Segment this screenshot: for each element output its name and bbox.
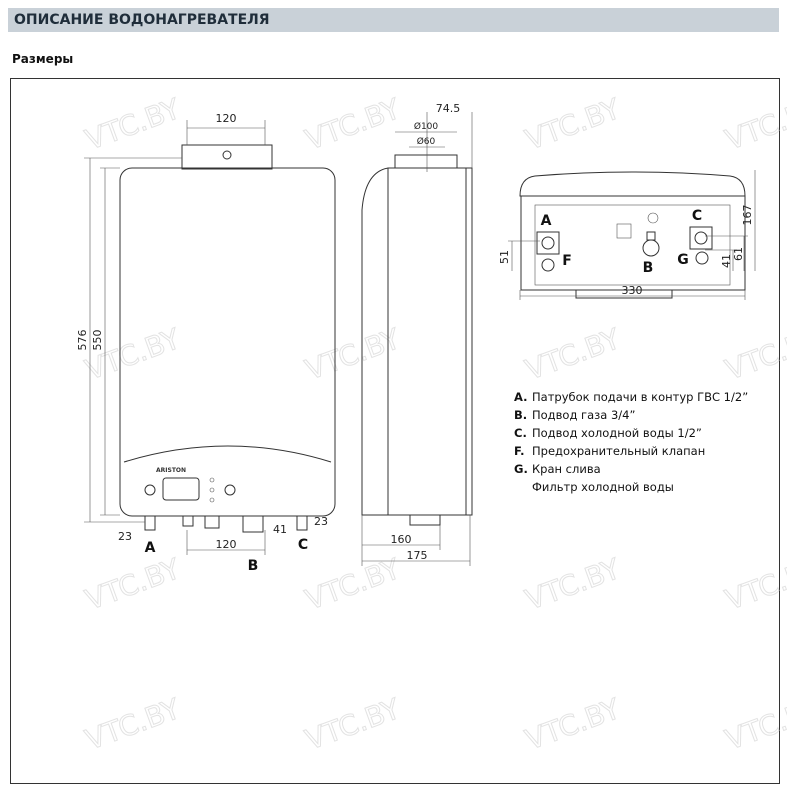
watermark: VTC.BY [521, 92, 625, 157]
dim-depth: 167 [741, 205, 754, 226]
bottom-view: 330 167 51 41 61 A C F B G [498, 170, 756, 300]
dim-right-41: 41 [720, 254, 733, 268]
dim-width: 330 [622, 284, 643, 297]
watermark: VTC.BY [521, 322, 625, 387]
bottom-label-a: A [541, 213, 552, 229]
dim-body-height: 550 [91, 330, 104, 351]
section-header: ОПИСАНИЕ ВОДОНАГРЕВАТЕЛЯ [8, 8, 779, 32]
legend-item: Фильтр холодной воды [532, 480, 674, 494]
watermark: VTC.BY [301, 92, 405, 157]
watermark: VTC.BY [721, 322, 787, 387]
watermark: VTC.BY [721, 552, 787, 617]
label-c: C [298, 537, 308, 553]
dim-right-bottom: 23 [314, 515, 328, 528]
watermark: VTC.BY [81, 92, 185, 157]
dim-d60: Ø60 [417, 136, 436, 147]
subsection-title: Размеры [12, 52, 74, 66]
watermark: VTC.BY [521, 692, 625, 757]
watermark: VTC.BY [521, 552, 625, 617]
legend-item: F.Предохранительный клапан [514, 444, 706, 458]
dim-right-conn: 41 [273, 523, 287, 536]
watermark: VTC.BY [301, 692, 405, 757]
dim-depth-total: 175 [407, 549, 428, 562]
bottom-label-g: G [677, 252, 689, 268]
side-view: 74.5 Ø100 Ø60 160 175 [361, 102, 473, 566]
legend: A.Патрубок подачи в контур ГВС 1/2” B.По… [514, 388, 748, 496]
watermark: VTC.BY [81, 692, 185, 757]
dim-depth-inner: 160 [391, 533, 412, 546]
bottom-label-b: B [643, 260, 654, 276]
dim-front-top: 120 [216, 112, 237, 125]
dim-total-height: 576 [76, 330, 89, 351]
dim-left-bottom: 23 [118, 530, 132, 543]
watermark: VTC.BY [81, 552, 185, 617]
watermark: VTC.BY [301, 552, 405, 617]
bottom-label-f: F [562, 253, 572, 269]
legend-item: C.Подвод холодной воды 1/2” [514, 426, 702, 440]
dim-right-61: 61 [732, 247, 745, 261]
brand-logo: ARISTON [156, 467, 186, 474]
legend-item: A.Патрубок подачи в контур ГВС 1/2” [514, 390, 749, 404]
bottom-label-c: C [692, 208, 702, 224]
dim-front-bottom: 120 [216, 538, 237, 551]
label-a: A [145, 540, 156, 556]
label-b: B [248, 558, 259, 574]
dim-d100: Ø100 [414, 121, 439, 132]
watermark: VTC.BY [301, 322, 405, 387]
legend-item: G.Кран слива [514, 462, 601, 476]
watermark: VTC.BY [721, 92, 787, 157]
legend-item: B.Подвод газа 3/4” [514, 408, 636, 422]
diagram-frame [10, 78, 780, 784]
dim-offset: 74.5 [436, 102, 461, 115]
watermark: VTC.BY [721, 692, 787, 757]
front-view: ARISTON 120 576 550 23 120 41 23 A B C [76, 112, 336, 574]
dim-left: 51 [498, 250, 511, 264]
